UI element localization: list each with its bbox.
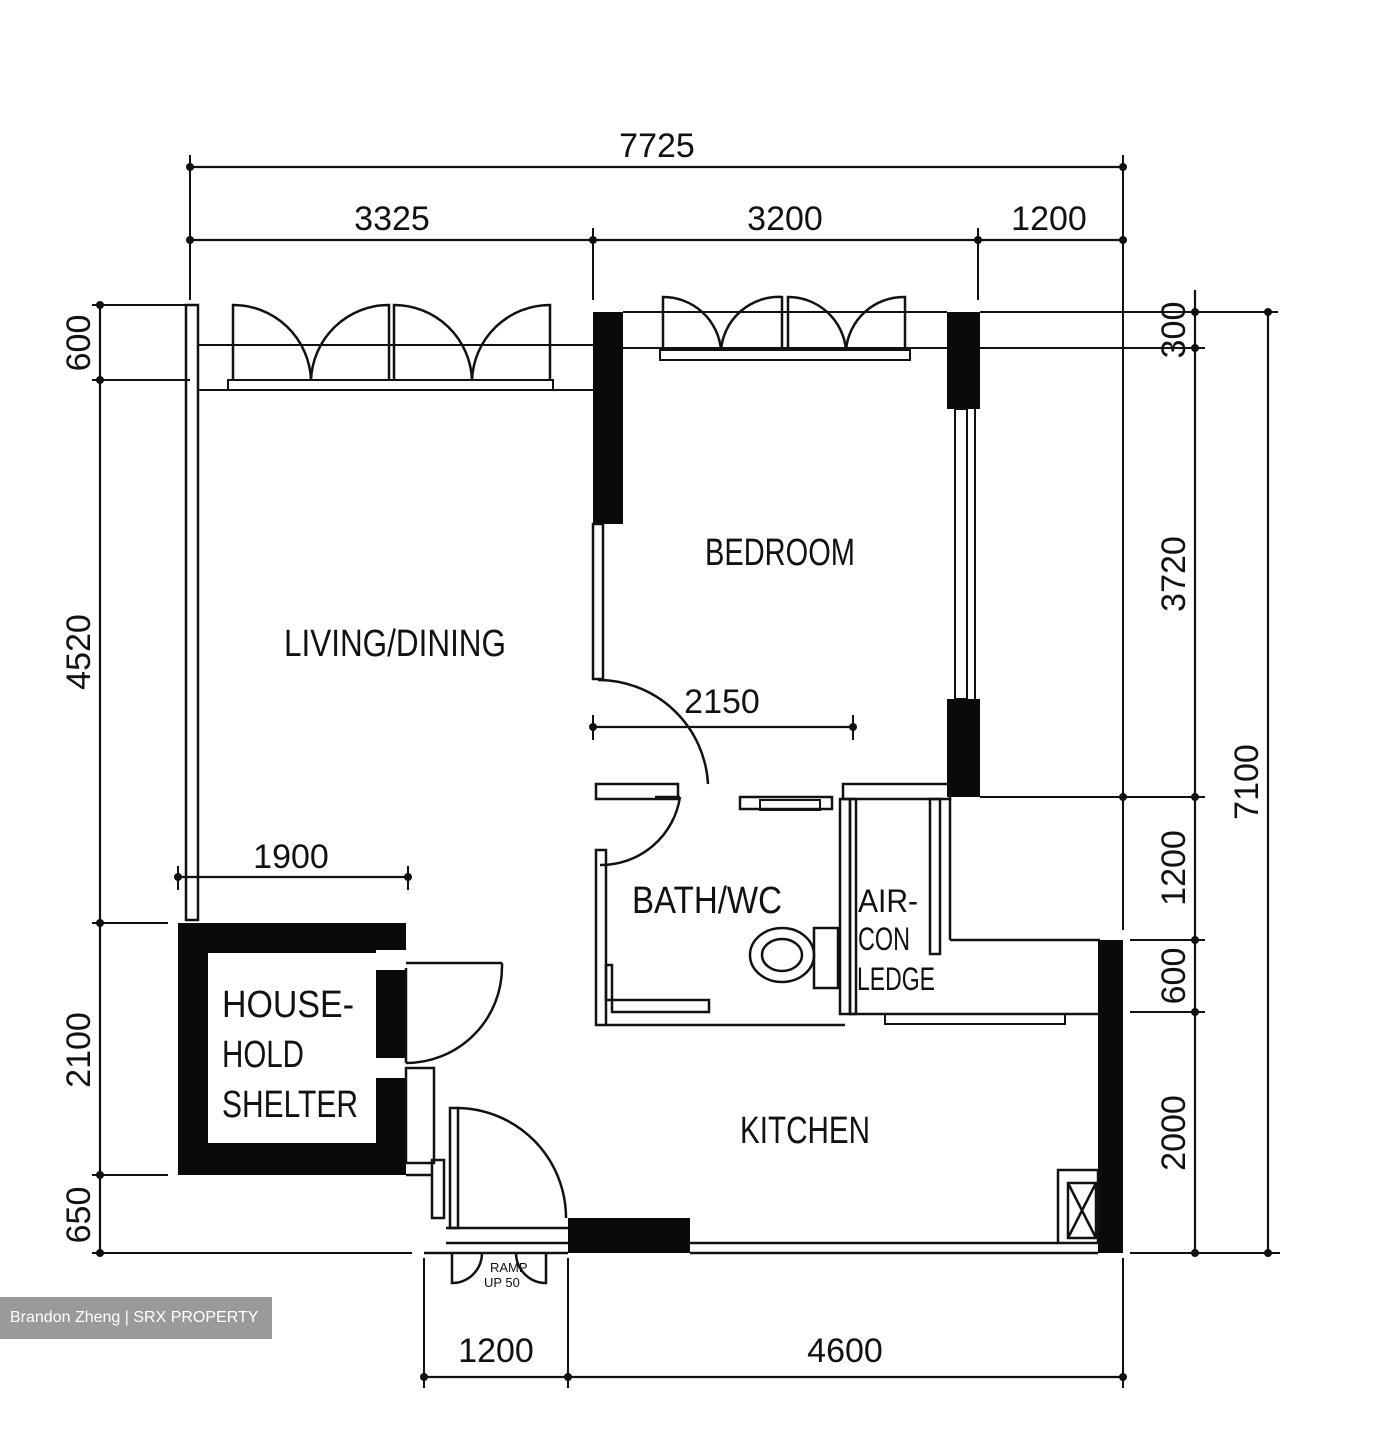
dim-left-600: 600 (60, 315, 98, 372)
dim-left-4520: 4520 (60, 614, 98, 690)
walls (178, 303, 1123, 1255)
dim-right-1200: 1200 (1155, 830, 1193, 906)
dim-top-bedroom: 3200 (747, 200, 823, 238)
dim-top-total: 7725 (619, 127, 695, 165)
agent-watermark: Brandon Zheng | SRX PROPERTY (0, 1297, 272, 1339)
dim-bedroom-width: 2150 (684, 683, 760, 721)
dim-right-600: 600 (1155, 948, 1193, 1005)
room-shelter-line2: HOLD (222, 1034, 304, 1076)
dim-bottom-4600: 4600 (807, 1332, 883, 1370)
room-bath-wc: BATH/WC (632, 880, 782, 922)
room-shelter-line3: SHELTER (222, 1084, 358, 1126)
dim-top-right: 1200 (1011, 200, 1087, 238)
dim-right-300: 300 (1155, 302, 1193, 359)
dim-right-2000: 2000 (1155, 1095, 1193, 1171)
dim-left-650: 650 (60, 1187, 98, 1244)
dim-left-2100: 2100 (60, 1012, 98, 1088)
dim-shelter-width: 1900 (253, 838, 329, 876)
room-shelter-line1: HOUSE- (222, 984, 354, 1026)
room-bedroom: BEDROOM (705, 532, 855, 574)
room-kitchen: KITCHEN (740, 1110, 870, 1152)
dimension-lines (92, 155, 1280, 1388)
dim-right-3720: 3720 (1155, 536, 1193, 612)
dim-bottom-1200: 1200 (458, 1332, 534, 1370)
doors (231, 295, 907, 1285)
room-living-dining: LIVING/DINING (284, 623, 506, 665)
room-aircon-line2: CON (858, 921, 910, 957)
dimension-labels: 7725 3325 3200 1200 2150 1900 600 4520 2… (60, 127, 1266, 1370)
wc-fixture (748, 926, 840, 990)
room-aircon-line3: LEDGE (857, 961, 935, 997)
dim-right-total: 7100 (1228, 744, 1266, 820)
room-aircon-line1: AIR- (858, 883, 918, 919)
ramp-label-line1: RAMP (490, 1260, 528, 1275)
dim-top-living: 3325 (354, 200, 430, 238)
room-labels: LIVING/DINING BEDROOM BATH/WC AIR- CON L… (222, 532, 935, 1290)
ramp-label-line2: UP 50 (484, 1275, 520, 1290)
